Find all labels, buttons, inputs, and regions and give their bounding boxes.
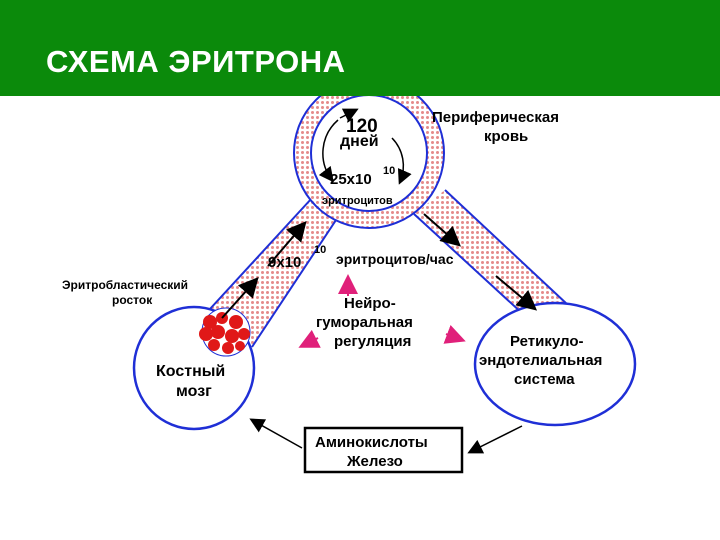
periphery-label-line1: Периферическая xyxy=(432,109,559,126)
regulation-arrow-left xyxy=(298,329,321,348)
regulation-arrow-right xyxy=(443,325,466,344)
cycle-arrow-right xyxy=(391,137,412,185)
rate-base: 9х10 xyxy=(268,254,301,271)
neuro-label-line3: регуляция xyxy=(334,333,411,350)
res-label-line3: система xyxy=(514,371,575,388)
pool-base: 25х10 xyxy=(330,171,372,188)
title-bar: СХЕМА ЭРИТРОНА xyxy=(0,0,720,96)
cycle-arrow-top xyxy=(339,108,359,123)
bone-marrow-label-line1: Костный xyxy=(156,363,225,380)
days-label: дней xyxy=(340,133,379,150)
pool-exponent: 10 xyxy=(383,165,395,177)
res-label-line2: эндотелиальная xyxy=(479,352,602,369)
res-label-line1: Ретикуло- xyxy=(510,333,583,350)
amino-to-marrow-arrow xyxy=(249,418,303,449)
flow-arrow-left-2 xyxy=(267,220,307,267)
res-to-amino-arrow xyxy=(467,425,523,454)
amino-label-line2: Железо xyxy=(346,453,403,470)
erythron-diagram: 120 дней Периферическая кровь 25х10 10 э… xyxy=(62,96,637,474)
slide-title: СХЕМА ЭРИТРОНА xyxy=(46,44,346,79)
neuro-label-line2: гуморальная xyxy=(316,314,413,331)
marrow-cells xyxy=(199,307,251,357)
flow-arrow-right-1 xyxy=(423,213,461,247)
bone-marrow-label-line2: мозг xyxy=(176,383,212,400)
rate-unit: эритроцитов/час xyxy=(336,251,454,267)
erythroblast-label-line2: росток xyxy=(112,293,153,307)
days-value: 120 xyxy=(346,116,378,137)
amino-label-line1: Аминокислоты xyxy=(315,434,428,451)
amino-box xyxy=(303,426,464,474)
rate-exponent: 10 xyxy=(314,244,326,256)
pool-unit: эритроцитов xyxy=(322,195,393,207)
neuro-label-line1: Нейро- xyxy=(344,295,396,312)
periphery-label-line2: кровь xyxy=(484,128,528,145)
peripheral-blood-inner xyxy=(310,96,428,212)
res-circle xyxy=(473,301,637,427)
flow-arrow-right-2 xyxy=(495,275,538,311)
flow-arrow-left-1 xyxy=(221,277,259,319)
cycle-arrow-left xyxy=(318,119,339,183)
erythroblast-label-line1: Эритробластический xyxy=(62,278,188,292)
